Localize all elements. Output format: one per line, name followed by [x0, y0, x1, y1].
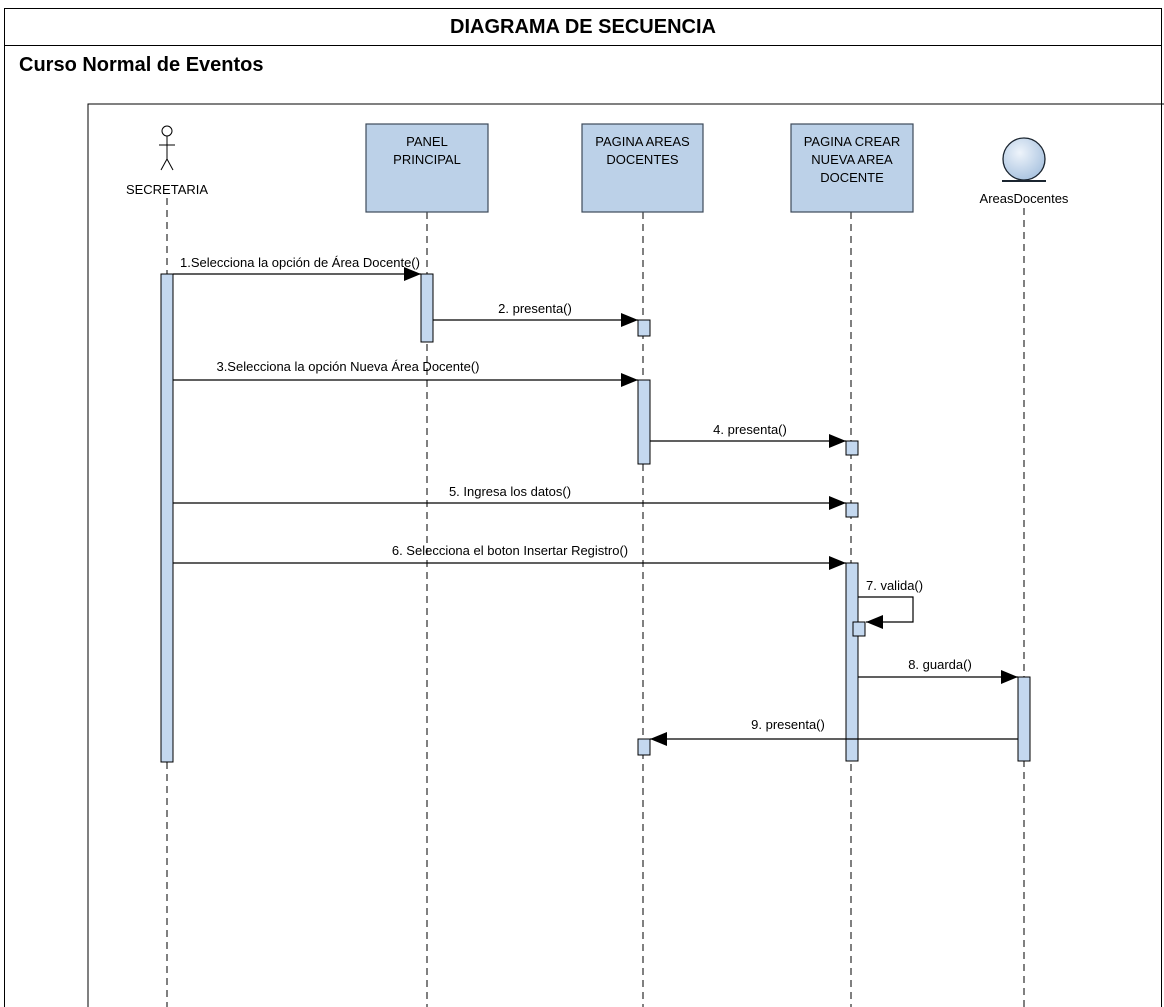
arrowhead-icon	[621, 313, 638, 327]
message-label: 9. presenta()	[751, 717, 825, 732]
message-label: 5. Ingresa los datos()	[449, 484, 571, 499]
section-subtitle: Curso Normal de Eventos	[19, 54, 264, 76]
arrowhead-icon	[404, 267, 421, 281]
stick-figure-icon	[159, 125, 175, 171]
message-label: 7. valida()	[866, 578, 923, 593]
activation-bar	[637, 738, 651, 756]
activation-bar	[637, 319, 651, 337]
lifeline-box-label: DOCENTES	[606, 152, 679, 167]
arrowhead-icon	[866, 615, 883, 629]
activation-bar	[1017, 676, 1031, 762]
page-title: DIAGRAMA DE SECUENCIA	[5, 9, 1161, 46]
message-label: 1.Selecciona la opción de Área Docente()	[180, 255, 420, 270]
lifeline-box-label: PRINCIPAL	[393, 152, 461, 167]
diagram-frame	[87, 103, 1164, 1007]
document-frame: DIAGRAMA DE SECUENCIA Curso Normal de Ev…	[4, 8, 1162, 1007]
lifeline-box-label: PANEL	[406, 134, 448, 149]
lifeline-box-2	[790, 123, 914, 213]
message-label: 3.Selecciona la opción Nueva Área Docent…	[216, 359, 479, 374]
lifeline-box-label: NUEVA AREA	[811, 152, 893, 167]
entity-circle-icon	[1002, 137, 1046, 182]
message-label: 2. presenta()	[498, 301, 572, 316]
message-label: 6. Selecciona el boton Insertar Registro…	[392, 543, 628, 558]
activation-bar	[637, 379, 651, 465]
message-label: 4. presenta()	[713, 422, 787, 437]
self-message-line	[858, 596, 914, 623]
actor-label: SECRETARIA	[126, 182, 208, 197]
arrowhead-icon	[1001, 670, 1018, 684]
activation-bar	[845, 502, 859, 518]
activation-bar	[852, 621, 866, 637]
lifeline-box-label: PAGINA AREAS	[595, 134, 690, 149]
arrowhead-icon	[621, 373, 638, 387]
lifeline-box-label: DOCENTE	[820, 170, 884, 185]
lifeline-box-label: PAGINA CREAR	[804, 134, 901, 149]
arrowhead-icon	[829, 496, 846, 510]
message-label: 8. guarda()	[908, 657, 972, 672]
lifeline-box-0	[365, 123, 489, 213]
arrowhead-icon	[829, 434, 846, 448]
lifeline-box-1	[581, 123, 704, 213]
activation-bar	[160, 273, 174, 763]
activation-bar	[420, 273, 434, 343]
arrowhead-icon	[829, 556, 846, 570]
entity-label: AreasDocentes	[980, 191, 1069, 206]
arrowhead-icon	[650, 732, 667, 746]
activation-bar	[845, 440, 859, 456]
activation-bar	[845, 562, 859, 762]
